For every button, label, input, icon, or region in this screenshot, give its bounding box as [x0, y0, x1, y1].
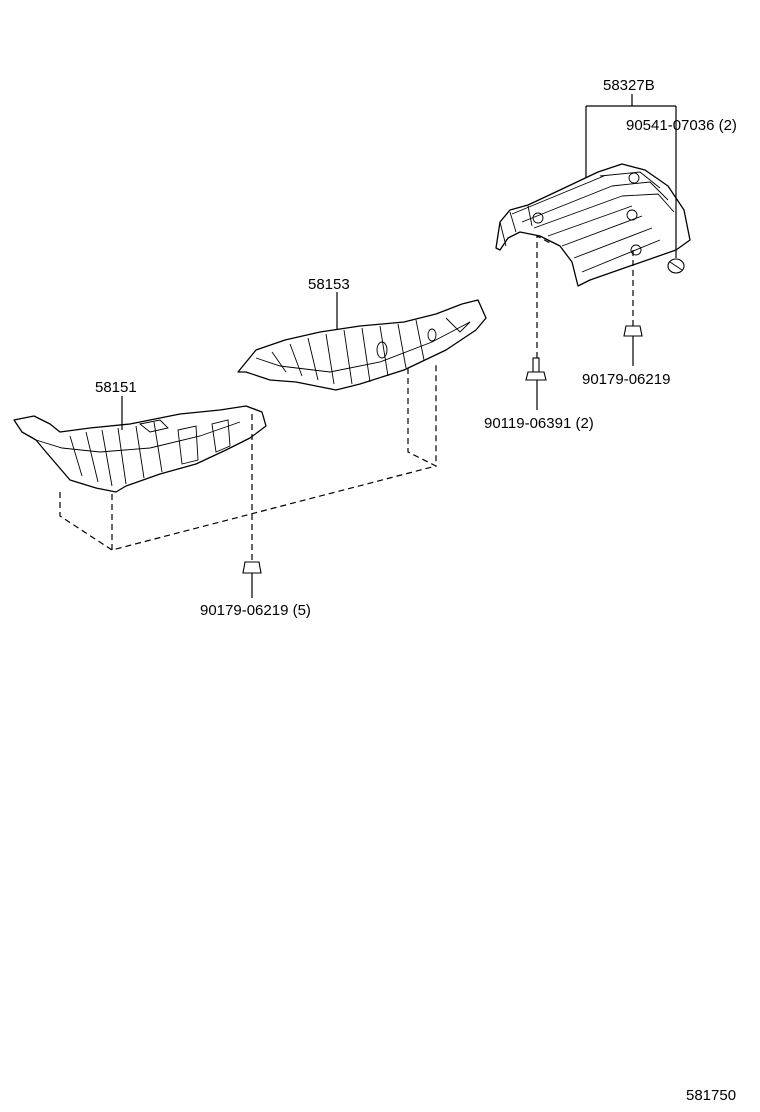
heat-insulator-58153[interactable] [237, 299, 487, 391]
callout-90541-07036[interactable]: 90541-07036 (2) [626, 117, 737, 134]
leaders-58151 [59, 396, 437, 562]
callout-90179-06219-bottom[interactable]: 90179-06219 (5) [200, 602, 311, 619]
heat-insulator-58327B[interactable] [495, 163, 691, 287]
callout-58153[interactable]: 58153 [308, 276, 350, 293]
leaders-58153 [336, 292, 437, 467]
nut-90541-icon[interactable] [667, 258, 685, 274]
nut-90179-right-icon[interactable] [623, 325, 643, 337]
nut-90179-bottom-icon[interactable] [242, 561, 262, 574]
illustration-number: 581750 [686, 1087, 736, 1104]
heat-insulator-58151[interactable] [13, 405, 267, 493]
callout-58327B[interactable]: 58327B [603, 77, 655, 94]
callout-90179-06219-right[interactable]: 90179-06219 [582, 371, 670, 388]
leaders-58327B [536, 94, 677, 410]
callout-58151[interactable]: 58151 [95, 379, 137, 396]
bolt-90119-icon[interactable] [525, 357, 547, 381]
callout-90119-06391[interactable]: 90119-06391 (2) [484, 415, 594, 432]
